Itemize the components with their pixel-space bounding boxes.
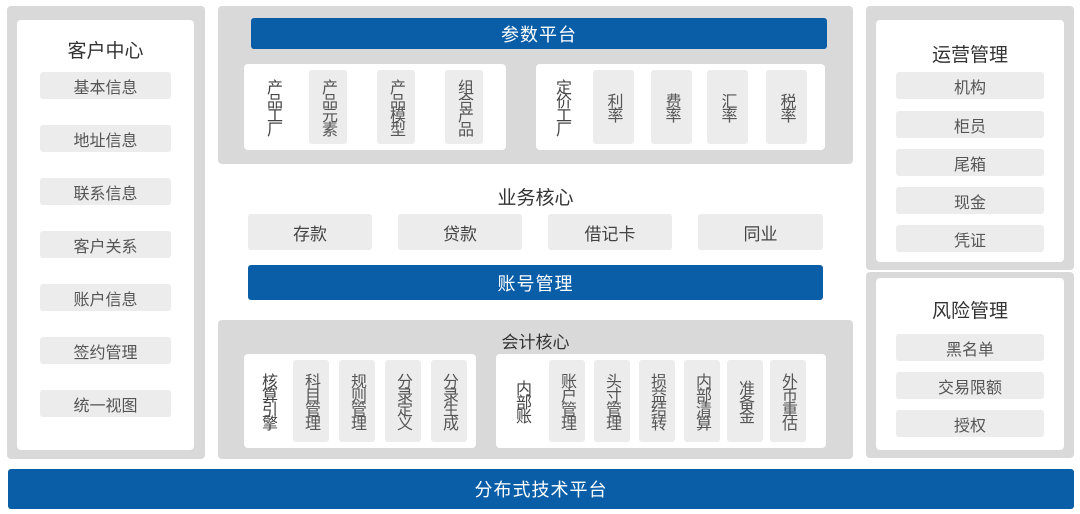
customer-center-item: 签约管理	[40, 337, 171, 364]
internal-account-item: 损益结转	[639, 360, 675, 442]
internal-account-item-label: 外币重估	[779, 373, 798, 429]
pricing-factory-item-label: 汇率	[718, 93, 738, 121]
pricing-factory-label: 定价工厂	[553, 79, 572, 135]
accounting-engine-item-label: 分录定义	[394, 373, 413, 429]
accounting-engine-item-label: 科目管理	[302, 373, 321, 429]
product-factory-item-label: 产品元素	[319, 79, 338, 135]
pricing-factory-item: 税率	[766, 70, 807, 144]
customer-center-title: 客户中心	[67, 40, 144, 62]
risk-item: 交易限额	[896, 372, 1044, 399]
internal-account-item-label: 损益结转	[648, 373, 667, 429]
business-core-item: 同业	[698, 214, 823, 250]
accounting-engine-item-label: 分录生成	[440, 373, 459, 429]
operations-card	[876, 20, 1064, 262]
operations-item: 凭证	[896, 225, 1044, 252]
operations-item: 现金	[896, 187, 1044, 214]
accounting-core-title: 会计核心	[501, 333, 570, 353]
internal-account-item: 头寸管理	[594, 360, 630, 442]
pricing-factory-item-label: 利率	[604, 93, 624, 121]
product-factory-label: 产品工厂	[264, 79, 283, 135]
internal-account-item: 外币重估	[770, 360, 806, 442]
business-core-item: 借记卡	[548, 214, 672, 250]
internal-account-item-label: 头寸管理	[603, 373, 622, 429]
operations-item: 机构	[896, 72, 1044, 99]
accounting-engine-label: 核算引擎	[259, 373, 278, 429]
accounting-engine-item-label: 规则管理	[348, 373, 367, 429]
customer-center-item: 地址信息	[40, 125, 171, 152]
accounting-engine-item: 规则管理	[339, 360, 375, 442]
product-factory-item-label: 组合产品	[455, 79, 474, 135]
product-factory-item: 产品元素	[309, 70, 347, 144]
business-core-title: 业务核心	[497, 187, 574, 209]
pricing-factory-item-label: 税率	[777, 93, 797, 121]
internal-account-item-label: 内部清算	[693, 373, 712, 429]
internal-account-item-label: 账户管理	[558, 373, 577, 429]
product-factory-item-label: 产品模型	[387, 79, 406, 135]
internal-account-item: 账户管理	[549, 360, 585, 442]
param-platform-bar: 参数平台	[251, 18, 827, 49]
customer-center-item: 基本信息	[40, 72, 171, 99]
internal-account-item-label: 准备金	[736, 380, 755, 422]
risk-item: 授权	[896, 410, 1044, 437]
distributed-platform-bar: 分布式技术平台	[8, 469, 1074, 509]
business-core-item: 存款	[248, 214, 372, 250]
customer-center-item: 联系信息	[40, 178, 171, 205]
accounting-engine-item: 分录定义	[385, 360, 421, 442]
accounting-engine-item: 分录生成	[431, 360, 467, 442]
customer-center-item: 客户关系	[40, 231, 171, 258]
pricing-factory-item: 利率	[593, 70, 634, 144]
internal-account-label: 内部账	[513, 380, 532, 422]
operations-item: 柜员	[896, 111, 1044, 138]
accounting-engine-item: 科目管理	[293, 360, 329, 442]
business-core-item: 贷款	[398, 214, 522, 250]
pricing-factory-item: 汇率	[707, 70, 748, 144]
risk-item: 黑名单	[896, 334, 1044, 361]
account-management-bar: 账号管理	[248, 265, 823, 300]
internal-account-item: 准备金	[727, 360, 763, 442]
product-factory-item: 组合产品	[445, 70, 483, 144]
operations-item: 尾箱	[896, 149, 1044, 176]
pricing-factory-item-label: 费率	[662, 93, 682, 121]
customer-center-item: 账户信息	[40, 284, 171, 311]
pricing-factory-item: 费率	[651, 70, 692, 144]
operations-title: 运营管理	[931, 44, 1008, 66]
product-factory-item: 产品模型	[377, 70, 415, 144]
internal-account-item: 内部清算	[684, 360, 720, 442]
risk-title: 风险管理	[931, 300, 1008, 322]
customer-center-item: 统一视图	[40, 390, 171, 417]
